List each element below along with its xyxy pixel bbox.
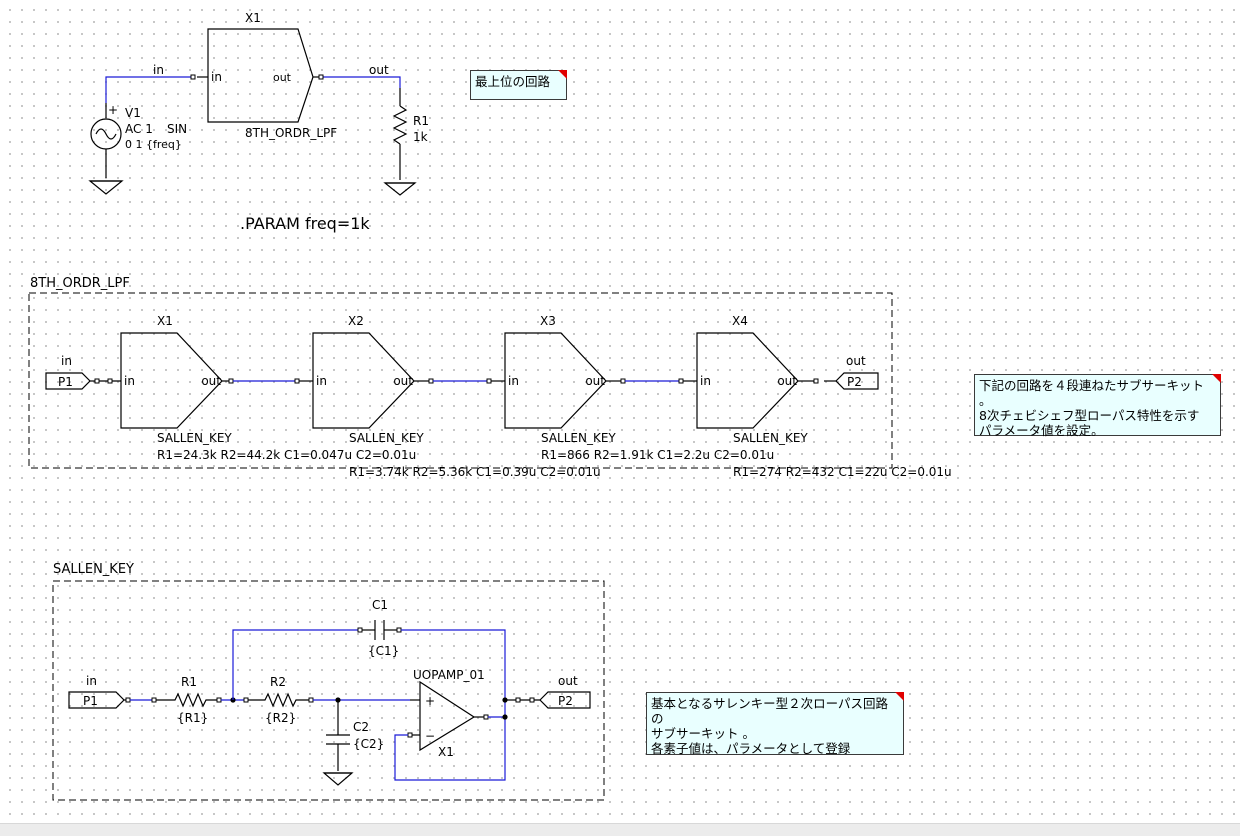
sk-r2-value: {R2} xyxy=(265,711,296,725)
v1-ac: AC 1 xyxy=(125,122,153,136)
subcircuit-ref: X1 xyxy=(245,11,261,25)
lpf-port-p1[interactable]: P1 in xyxy=(45,354,121,390)
note-lpf[interactable]: 下記の回路を４段連ねたサブサーキット 。 8次チェビシェフ型ローパス特性を示す … xyxy=(974,374,1221,438)
lpf-stage-x4[interactable]: X4 in out SALLEN_KEY R1=274 R2=432 C1=22… xyxy=(696,314,952,479)
wire-c1-left[interactable] xyxy=(232,629,358,700)
stage-pin-in: in xyxy=(508,374,519,388)
stage-pin-in: in xyxy=(124,374,135,388)
sk-p1-label: P1 xyxy=(83,694,98,708)
top-level-circuit: in out X1 in out 8TH_ORDR_LPF + V1 AC 1 … xyxy=(88,11,429,233)
lpf-subcircuit: 8TH_ORDR_LPF P1 in P2 out X1 in o xyxy=(28,276,952,479)
stage-pin-in: in xyxy=(316,374,327,388)
sallen-key-subcircuit: SALLEN_KEY P1 in R1 {R1} R2 {R2} xyxy=(52,562,605,801)
subcircuit-block-8th-order-lpf[interactable]: X1 in out 8TH_ORDR_LPF xyxy=(190,11,337,140)
lpf-stage-x1[interactable]: X1 in out SALLEN_KEY R1=24.3k R2=44.2k C… xyxy=(120,314,416,462)
r1-value: 1k xyxy=(413,130,428,144)
v1-args: 0 1 {freq} xyxy=(125,138,182,151)
sk-c2-value: {C2} xyxy=(353,737,384,751)
stage-params: R1=3.74k R2=5.36k C1=0.39u C2=0.01u xyxy=(349,465,601,479)
stage-pin-out: out xyxy=(201,374,221,388)
lpf-p2-label: P2 xyxy=(847,375,862,389)
v1-plus-sign: + xyxy=(108,103,118,117)
sk-in-label: in xyxy=(86,674,97,688)
note-top-level[interactable]: 最上位の回路 xyxy=(470,70,567,100)
sk-frame xyxy=(52,580,605,801)
lpf-stage-x2[interactable]: X2 in out SALLEN_KEY R1=3.74k R2=5.36k C… xyxy=(312,314,601,479)
sk-opamp-plus: + xyxy=(425,694,435,708)
sk-opamp-name: UOPAMP_01 xyxy=(413,668,485,682)
stage-name: SALLEN_KEY xyxy=(541,431,616,445)
canvas-bottom-bar xyxy=(0,823,1240,836)
sk-port-p2[interactable]: P2 out xyxy=(539,674,591,709)
stage-pin-out: out xyxy=(585,374,605,388)
net-out-wire[interactable] xyxy=(321,76,401,88)
stage-ref: X2 xyxy=(348,314,364,328)
stage-pin-out: out xyxy=(393,374,413,388)
stage-ref: X3 xyxy=(540,314,556,328)
sk-opamp-minus: − xyxy=(425,729,435,743)
sk-port-p1[interactable]: P1 in xyxy=(68,674,131,709)
sk-opamp-x1[interactable]: + − UOPAMP_01 X1 xyxy=(407,668,489,759)
stage-params: R1=866 R2=1.91k C1=2.2u C2=0.01u xyxy=(541,448,774,462)
lpf-p1-label: P1 xyxy=(58,375,73,389)
sk-capacitor-c1[interactable]: C1 {C1} xyxy=(357,598,402,658)
sk-resistor-r2[interactable]: R2 {R2} xyxy=(248,675,314,725)
lpf-title: 8TH_ORDR_LPF xyxy=(30,276,130,291)
stage-params: R1=274 R2=432 C1=22u C2=0.01u xyxy=(733,465,952,479)
stage-ref: X4 xyxy=(732,314,748,328)
lpf-frame xyxy=(28,292,893,469)
stage-pin-out: out xyxy=(777,374,797,388)
lpf-stage-x3[interactable]: X3 in out SALLEN_KEY R1=866 R2=1.91k C1=… xyxy=(504,314,774,462)
stage-name: SALLEN_KEY xyxy=(349,431,424,445)
stage-name: SALLEN_KEY xyxy=(157,431,232,445)
stage-name: SALLEN_KEY xyxy=(733,431,808,445)
sk-c2-ref: C2 xyxy=(353,720,369,734)
stage-params: R1=24.3k R2=44.2k C1=0.047u C2=0.01u xyxy=(157,448,416,462)
sk-p2-label: P2 xyxy=(558,694,573,708)
sk-r1-value: {R1} xyxy=(177,711,208,725)
resistor-r1-load[interactable]: R1 1k xyxy=(383,88,429,196)
lpf-out-label: out xyxy=(846,354,866,368)
v1-sin: SIN xyxy=(167,122,187,136)
sk-c1-value: {C1} xyxy=(368,644,399,658)
wire-feedback[interactable] xyxy=(394,717,506,781)
v1-ref: V1 xyxy=(125,106,141,120)
r1-ref: R1 xyxy=(413,114,429,128)
sk-opamp-ref: X1 xyxy=(438,745,454,759)
sk-capacitor-c2[interactable]: C2 {C2} xyxy=(322,700,384,786)
lpf-port-p2[interactable]: P2 out xyxy=(813,354,879,390)
sk-r1-ref: R1 xyxy=(181,675,197,689)
subcircuit-name: 8TH_ORDR_LPF xyxy=(245,126,337,140)
stage-pin-in: in xyxy=(700,374,711,388)
sk-c1-ref: C1 xyxy=(372,598,388,612)
net-out-label: out xyxy=(369,63,389,77)
sk-out-label: out xyxy=(558,674,578,688)
voltage-source-v1[interactable]: + V1 AC 1 SIN 0 1 {freq} xyxy=(88,103,187,195)
net-in-label: in xyxy=(153,63,164,77)
note-sallen-key[interactable]: 基本となるサレンキー型２次ローパス回路の サブサーキット 。 各素子値は、パラメ… xyxy=(646,692,904,756)
sk-r2-ref: R2 xyxy=(270,675,286,689)
wire-c1-right[interactable] xyxy=(401,629,506,717)
net-in-wire[interactable] xyxy=(105,76,193,103)
sk-title: SALLEN_KEY xyxy=(53,562,134,577)
pin-in-label: in xyxy=(211,70,222,84)
lpf-in-label: in xyxy=(61,354,72,368)
pin-out-label: out xyxy=(273,71,292,84)
param-directive: .PARAM freq=1k xyxy=(240,214,370,233)
stage-ref: X1 xyxy=(157,314,173,328)
sk-resistor-r1[interactable]: R1 {R1} xyxy=(156,675,222,725)
